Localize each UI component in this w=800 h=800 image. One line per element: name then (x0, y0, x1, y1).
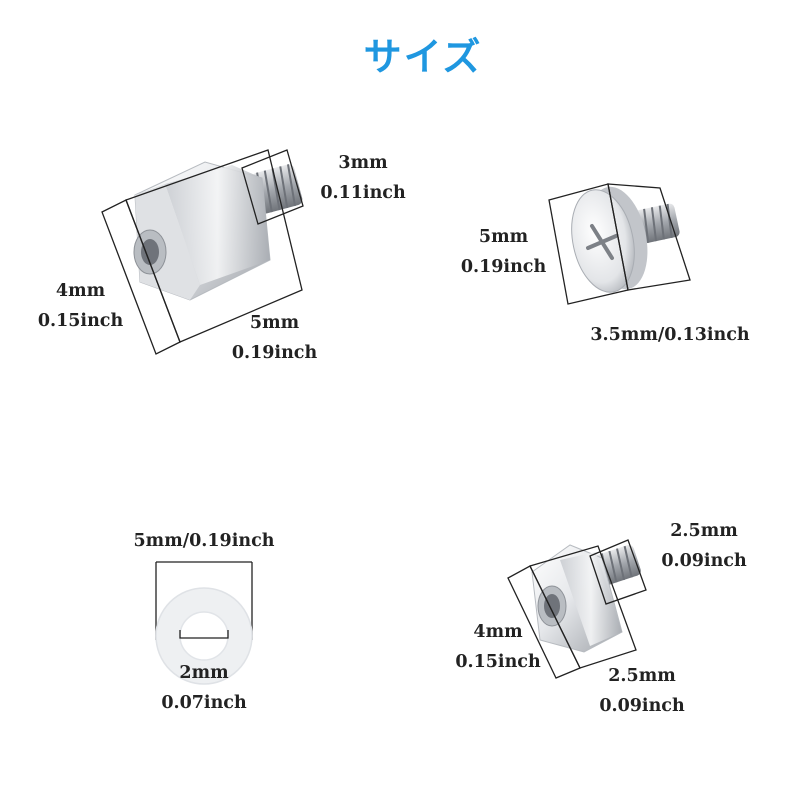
washer-outer-label: 5mm/0.19inch (133, 531, 275, 551)
small-length-inch: 0.09inch (599, 696, 685, 716)
standoff-small (507, 539, 647, 679)
dim-frame-thread (241, 149, 304, 225)
dim-frame-small-thread (589, 539, 647, 605)
standoff-thread-label: 3mm 0.11inch (318, 148, 408, 208)
small-thread-label: 2.5mm 0.09inch (656, 516, 752, 576)
standoff-thread-inch: 0.11inch (320, 183, 406, 203)
washer-inner-inch: 0.07inch (161, 693, 247, 713)
screw-head-label: 5mm 0.19inch (456, 222, 551, 282)
screw (548, 183, 691, 305)
small-length-mm: 2.5mm (608, 666, 676, 686)
washer-inner-label: 2mm 0.07inch (156, 658, 252, 718)
standoff-length-label: 5mm 0.19inch (227, 308, 322, 368)
standoff-width-label: 4mm 0.15inch (33, 276, 128, 336)
washer-inner-mm: 2mm (179, 663, 229, 683)
washer (155, 561, 253, 685)
dim-frame-screw-length (607, 183, 691, 291)
dim-frame-inner (179, 630, 229, 639)
small-thread-mm: 2.5mm (670, 521, 738, 541)
page-title: サイズ (363, 35, 483, 79)
small-width-inch: 0.15inch (455, 652, 541, 672)
standoff-length-inch: 0.19inch (231, 343, 318, 363)
screw-length-label: 3.5mm/0.13inch (590, 325, 750, 345)
standoff-large (101, 149, 304, 355)
small-width-mm: 4mm (473, 622, 523, 642)
standoff-length-mm: 5mm (249, 313, 300, 333)
screw-head-mm: 5mm (478, 227, 529, 247)
dim-frame-length (125, 149, 303, 343)
small-width-label: 4mm 0.15inch (450, 617, 546, 677)
small-length-label: 2.5mm 0.09inch (594, 661, 690, 721)
small-thread-inch: 0.09inch (661, 551, 747, 571)
standoff-width-inch: 0.15inch (37, 311, 124, 331)
standoff-thread-mm: 3mm (338, 153, 388, 173)
dim-frame-small-length (529, 545, 637, 669)
standoff-width-mm: 4mm (55, 281, 106, 301)
screw-head-inch: 0.19inch (460, 257, 547, 277)
